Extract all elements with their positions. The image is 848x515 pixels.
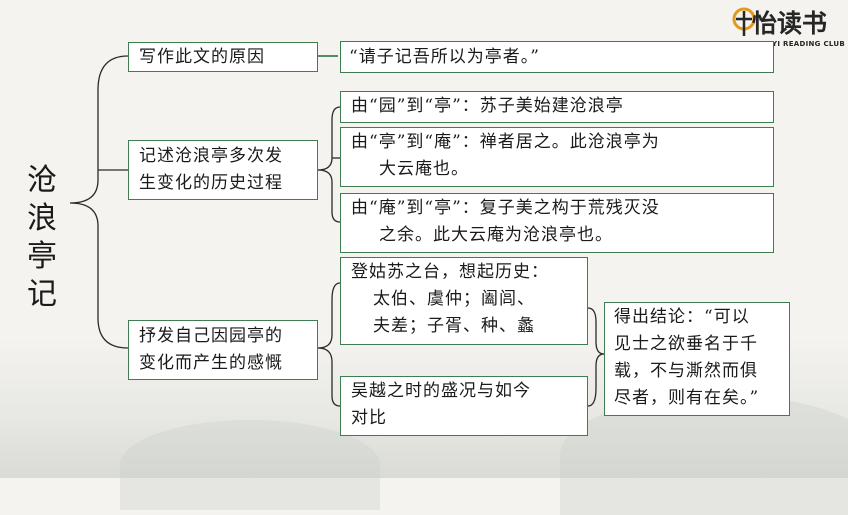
root-char: 沧 <box>27 163 57 198</box>
history-item-text: 由“庵”到“亭”：复子美之构于荒残灭没 <box>351 198 660 218</box>
conclusion-line: 得出结论：“可以 <box>614 307 750 327</box>
feeling-box: 抒发自己因园亭的 变化而产生的感慨 <box>128 320 318 380</box>
root-title: 沧 浪 亭 记 <box>22 162 62 314</box>
conclusion-box: 得出结论：“可以 见士之欲垂名于千 载，不与澌然而俱 尽者，则有在矣。” <box>604 302 790 416</box>
history-label-line: 生变化的历史过程 <box>139 173 283 193</box>
reason-box: 写作此文的原因 <box>128 42 318 72</box>
root-bracket <box>69 55 129 349</box>
feeling-sub-history: 登姑苏之台，想起历史： 太伯、虞仲；阖闾、 夫差；子胥、种、蠡 <box>340 257 588 345</box>
history-item-text: 由“亭”到“庵”：禅者居之。此沧浪亭为 <box>351 132 660 152</box>
history-label-line: 记述沧浪亭多次发 <box>139 146 283 166</box>
reason-label: 写作此文的原因 <box>139 47 265 67</box>
feeling-label-line: 变化而产生的感慨 <box>139 353 283 373</box>
history-bracket <box>317 106 341 223</box>
feeling-sub-line: 太伯、虞仲；阖闾、 <box>373 289 535 309</box>
history-item: 由“庵”到“亭”：复子美之构于荒残灭没 之余。此大云庵为沧浪亭也。 <box>340 193 774 253</box>
reason-detail-box: “请子记吾所以为亭者。” <box>340 41 774 73</box>
root-char: 记 <box>27 277 57 312</box>
history-item: 由“园”到“亭”：苏子美始建沧浪亭 <box>340 91 774 123</box>
feeling-sub-line: 吴越之时的盛况与如今 <box>351 381 531 401</box>
connector-lines <box>69 55 605 407</box>
root-char: 浪 <box>27 201 57 236</box>
feeling-sub-line: 夫差；子胥、种、蠡 <box>373 316 535 336</box>
history-item-text: 大云庵也。 <box>379 159 469 179</box>
feeling-sub-line: 对比 <box>351 408 387 428</box>
logo-icon <box>732 7 756 36</box>
reason-detail: “请子记吾所以为亭者。” <box>349 47 540 67</box>
conclusion-line: 载，不与澌然而俱 <box>614 361 758 381</box>
history-item: 由“亭”到“庵”：禅者居之。此沧浪亭为 大云庵也。 <box>340 127 774 187</box>
root-char: 亭 <box>27 239 57 274</box>
history-item-text: 之余。此大云庵为沧浪亭也。 <box>379 225 613 245</box>
logo-tagline: YI READING CLUB <box>772 40 846 48</box>
feeling-sub-line: 登姑苏之台，想起历史： <box>351 262 549 282</box>
conclusion-line: 尽者，则有在矣。” <box>614 388 760 408</box>
feeling-bracket <box>317 282 341 407</box>
feeling-sub-contrast: 吴越之时的盛况与如今 对比 <box>340 376 588 436</box>
conclusion-bracket <box>587 307 605 407</box>
feeling-label-line: 抒发自己因园亭的 <box>139 326 283 346</box>
history-item-text: 由“园”到“亭”：苏子美始建沧浪亭 <box>351 96 624 116</box>
logo-name: 怡读书 <box>752 9 828 38</box>
conclusion-line: 见士之欲垂名于千 <box>614 334 758 354</box>
history-box: 记述沧浪亭多次发 生变化的历史过程 <box>128 140 318 200</box>
